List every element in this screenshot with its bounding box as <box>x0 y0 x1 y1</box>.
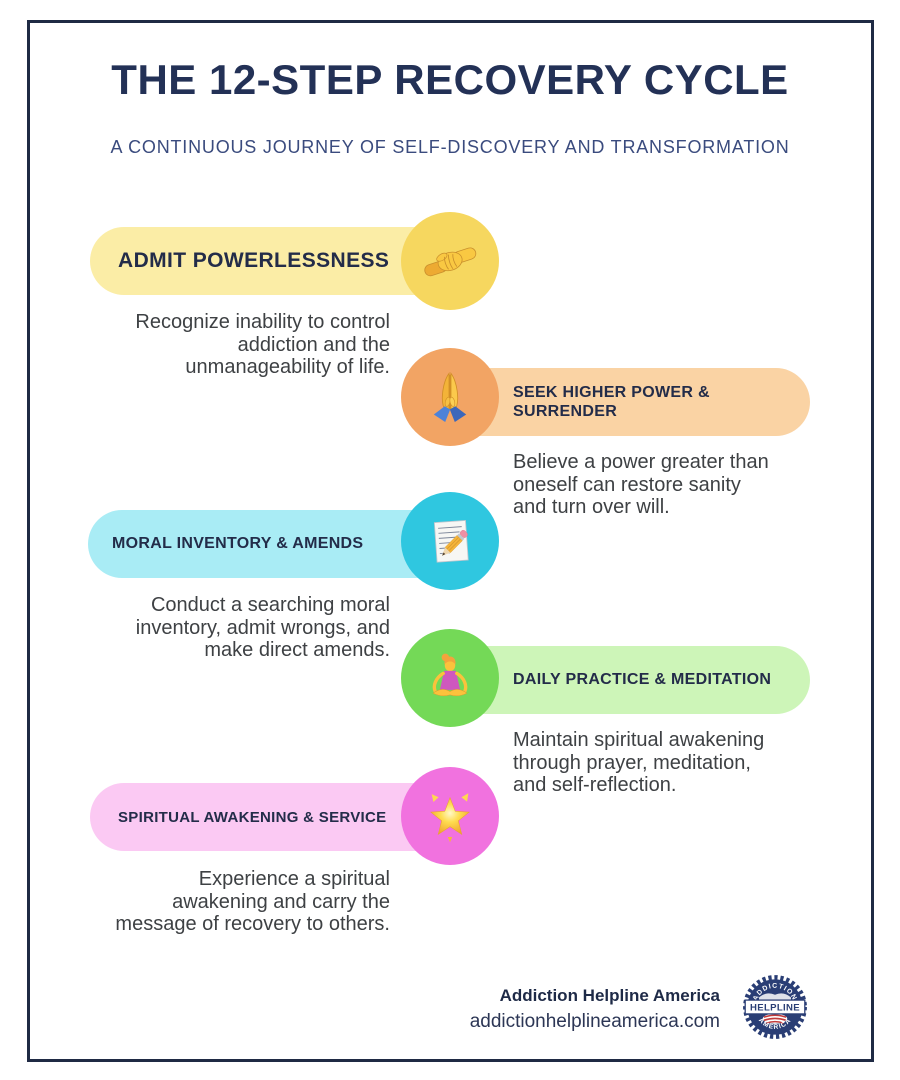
memo-pencil-icon <box>401 492 499 590</box>
step-pill: DAILY PRACTICE & MEDITATION <box>446 646 810 714</box>
handshake-icon <box>401 212 499 310</box>
step-description: Conduct a searching moral inventory, adm… <box>135 594 390 661</box>
svg-text:HELPLINE: HELPLINE <box>750 1003 800 1014</box>
step-title: DAILY PRACTICE & MEDITATION <box>513 671 772 688</box>
step-title: SEEK HIGHER POWER & SURRENDER <box>513 384 710 420</box>
page-title: THE 12-STEP RECOVERY CYCLE <box>111 56 789 103</box>
woman-meditating-icon <box>401 629 499 727</box>
step-title: MORAL INVENTORY & AMENDS <box>112 535 364 552</box>
footer-brand-name: Addiction Helpline America <box>499 986 720 1005</box>
step-description: Experience a spiritual awakening and car… <box>115 868 390 935</box>
step-pill: MORAL INVENTORY & AMENDS <box>88 510 455 578</box>
step-description: Maintain spiritual awakening through pra… <box>513 729 765 796</box>
step-pill: ADMIT POWERLESSNESS <box>90 227 455 295</box>
step-pill: SEEK HIGHER POWER & SURRENDER <box>446 368 810 436</box>
glowing-star-icon <box>401 767 499 865</box>
step-pill: SPIRITUAL AWAKENING & SERVICE <box>90 783 455 851</box>
praying-hands-icon <box>401 348 499 446</box>
page-subtitle: A CONTINUOUS JOURNEY OF SELF-DISCOVERY A… <box>110 137 790 157</box>
footer-website: addictionhelplineamerica.com <box>469 1011 720 1032</box>
step-title: SPIRITUAL AWAKENING & SERVICE <box>118 808 387 826</box>
step-description: Believe a power greater than oneself can… <box>513 451 769 518</box>
step-title: ADMIT POWERLESSNESS <box>118 249 390 272</box>
step-description: Recognize inability to control addiction… <box>135 311 390 378</box>
helpline-badge-logo: ADDICTION HELPLINE AMERICA <box>742 974 808 1040</box>
page-border-frame <box>27 20 874 1062</box>
